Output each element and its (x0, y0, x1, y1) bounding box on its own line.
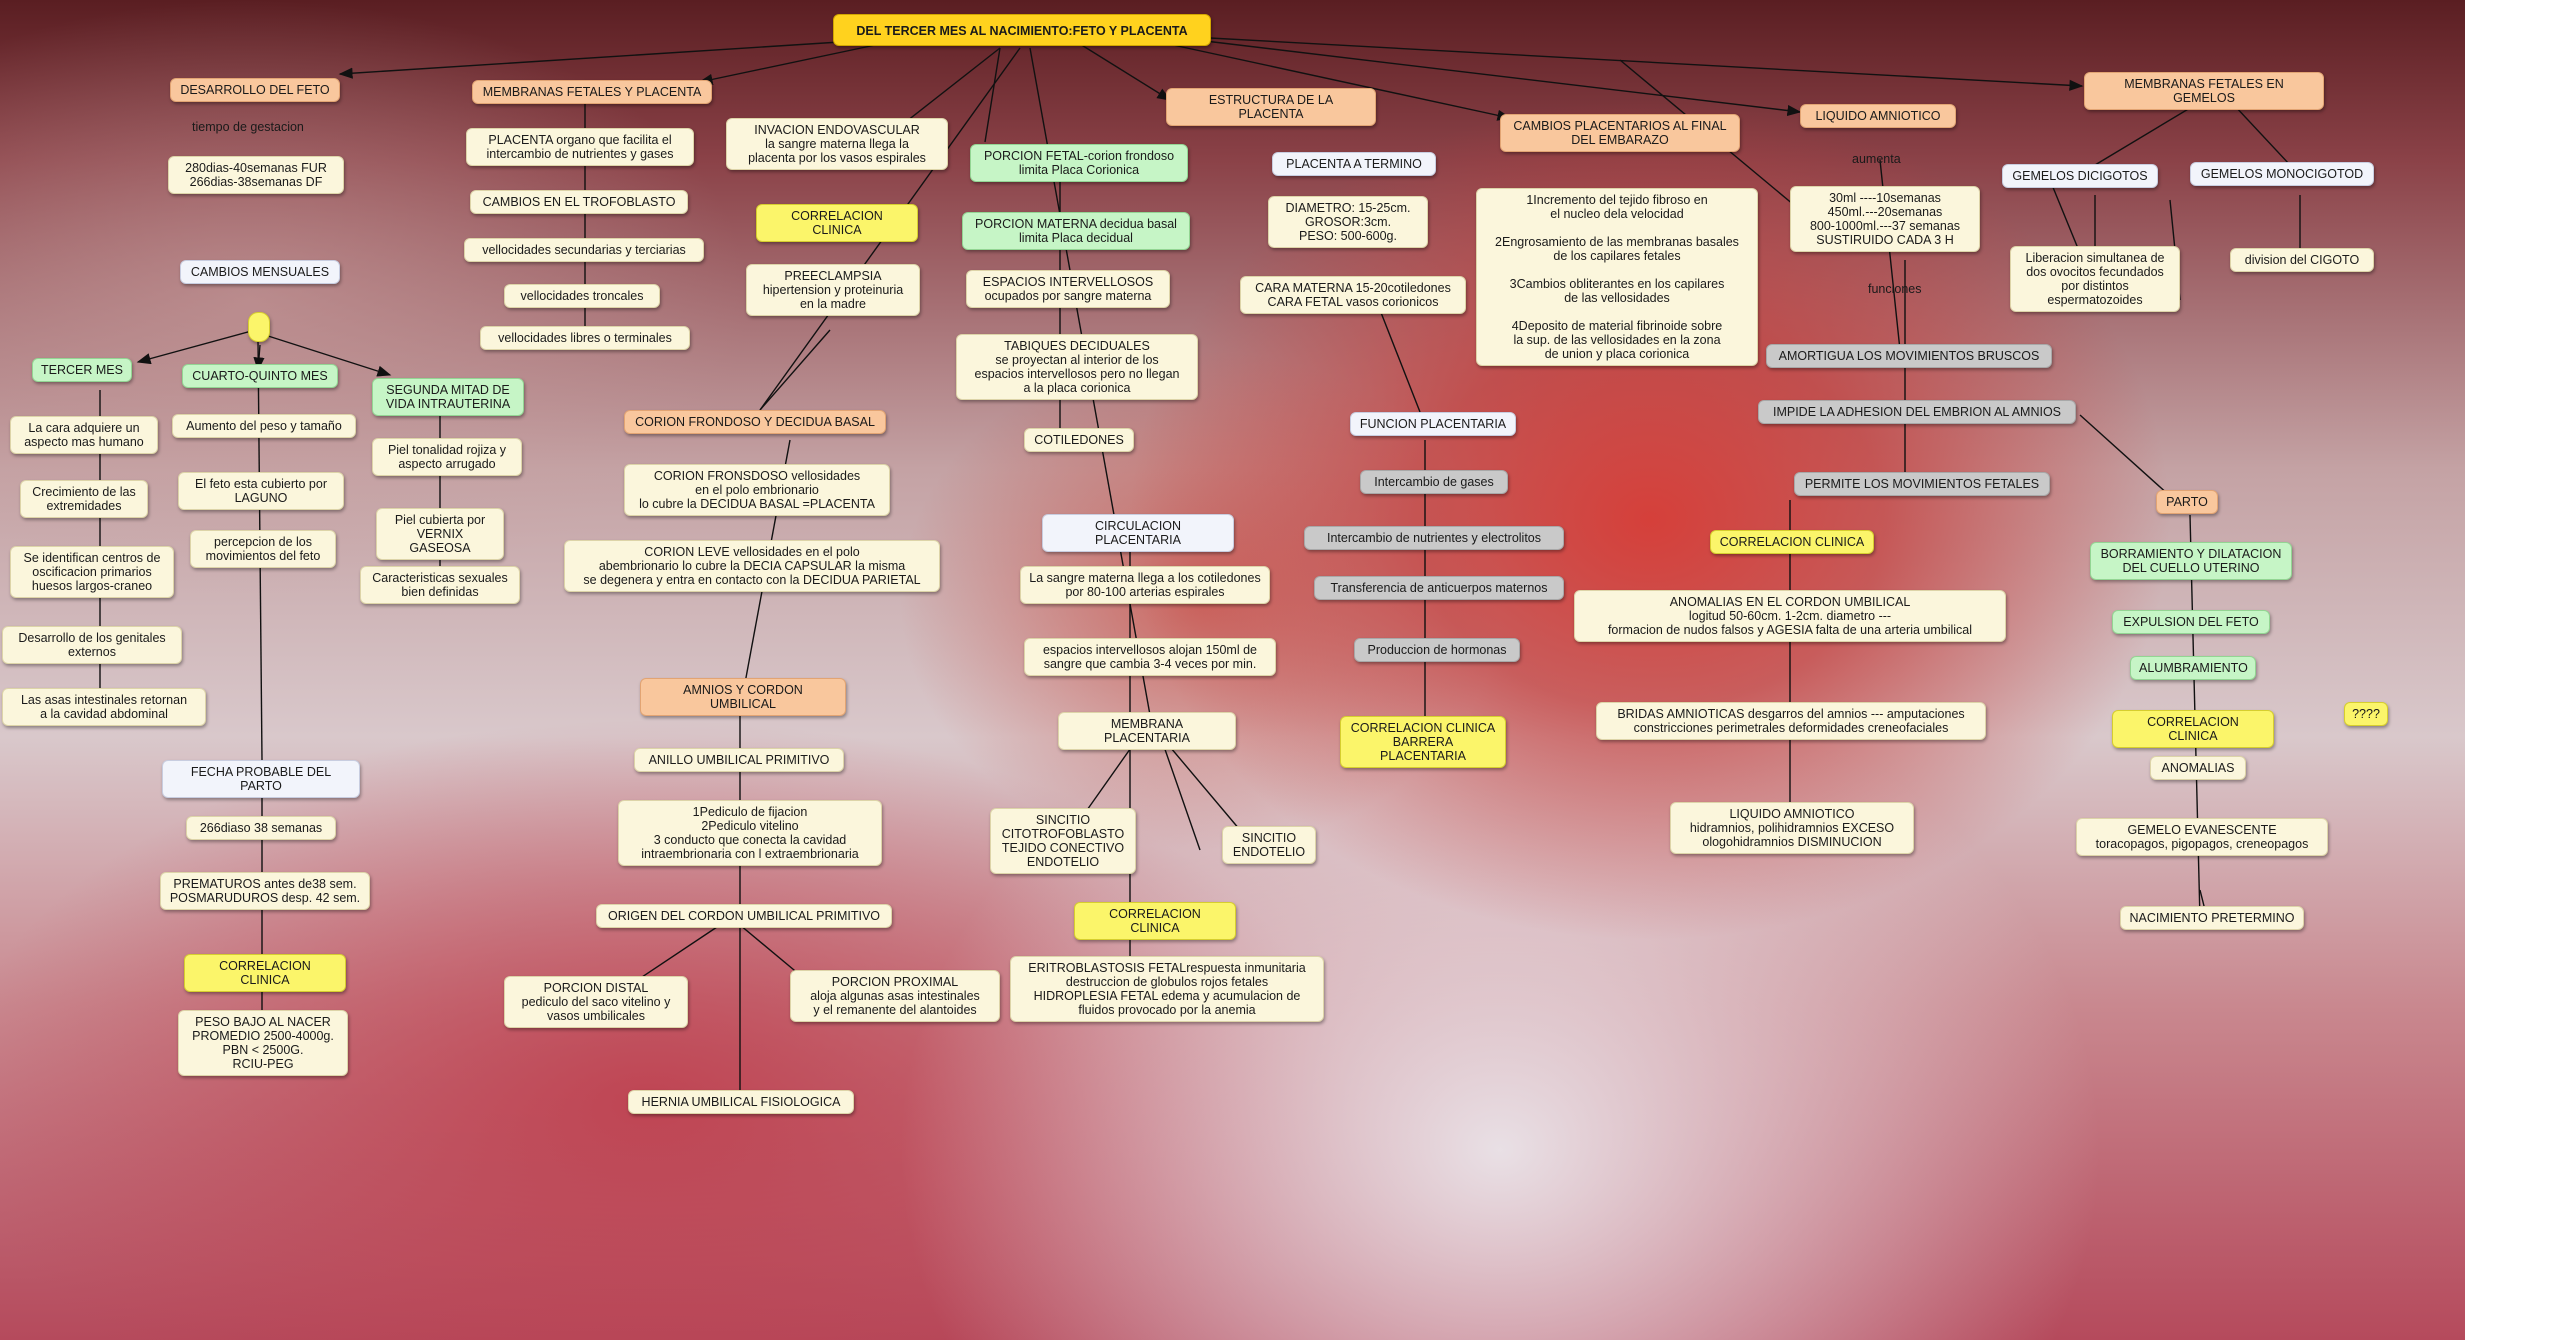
segunda-item-1[interactable]: Piel tonalidad rojiza y aspecto arrugado (372, 438, 522, 476)
node-cuarto-quinto-mes[interactable]: CUARTO-QUINTO MES (182, 364, 338, 388)
node-anillo-umbilical[interactable]: ANILLO UMBILICAL PRIMITIVO (634, 748, 844, 772)
node-prematuros[interactable]: PREMATUROS antes de38 sem. POSMARUDUROS … (160, 872, 370, 910)
node-bridas-amnioticas[interactable]: BRIDAS AMNIOTICAS desgarros del amnios -… (1596, 702, 1986, 740)
node-gemelo-evanescente[interactable]: GEMELO EVANESCENTE toracopagos, pigopago… (2076, 818, 2328, 856)
node-vellosidades-troncales[interactable]: vellocidades troncales (504, 284, 660, 308)
node-empty-yellow[interactable] (248, 312, 270, 342)
node-dicigotos-definicion[interactable]: Liberacion simultanea de dos ovocitos fe… (2010, 246, 2180, 312)
node-pediculos[interactable]: 1Pediculo de fijacion 2Pediculo vitelino… (618, 800, 882, 866)
node-invasion-endovascular[interactable]: INVACION ENDOVASCULAR la sangre materna … (726, 118, 948, 170)
topic-estructura-placenta[interactable]: ESTRUCTURA DE LA PLACENTA (1166, 88, 1376, 126)
node-division-cigoto[interactable]: division del CIGOTO (2230, 248, 2374, 272)
node-preeclampsia[interactable]: PREECLAMPSIA hipertension y proteinuria … (746, 264, 920, 316)
tercer-item-1[interactable]: La cara adquiere un aspecto mas humano (10, 416, 158, 454)
node-anomalias-cordon[interactable]: ANOMALIAS EN EL CORDON UMBILICAL logitud… (1574, 590, 2006, 642)
segunda-item-3[interactable]: Caracteristicas sexuales bien definidas (360, 566, 520, 604)
right-blank-panel (2465, 0, 2558, 1340)
node-266-dias[interactable]: 266diaso 38 semanas (186, 816, 336, 840)
node-vellosidades-secundarias[interactable]: vellocidades secundarias y terciarias (464, 238, 704, 262)
node-porcion-materna[interactable]: PORCION MATERNA decidua basal limita Pla… (962, 212, 1190, 250)
node-correlacion-parto[interactable]: CORRELACION CLINICA (2112, 710, 2274, 748)
cuarto-item-3[interactable]: percepcion de los movimientos del feto (190, 530, 336, 568)
node-anomalias-parto[interactable]: ANOMALIAS (2150, 756, 2246, 780)
node-sincitio-citotrofoblasto[interactable]: SINCITIO CITOTROFOBLASTO TEJIDO CONECTIV… (990, 808, 1136, 874)
mind-map-canvas: DEL TERCER MES AL NACIMIENTO:FETO Y PLAC… (0, 0, 2465, 1340)
node-eritroblastosis[interactable]: ERITROBLASTOSIS FETALrespuesta inmunitar… (1010, 956, 1324, 1022)
node-espacios-intervellosos[interactable]: ESPACIOS INTERVELLOSOS ocupados por sang… (966, 270, 1170, 308)
tercer-item-3[interactable]: Se identifican centros de oscificacion p… (10, 546, 174, 598)
node-gemelos-monocigotos[interactable]: GEMELOS MONOCIGOTOD (2190, 162, 2374, 186)
topic-membranas-gemelos[interactable]: MEMBRANAS FETALES EN GEMELOS (2084, 72, 2324, 110)
node-produccion-hormonas[interactable]: Produccion de hormonas (1354, 638, 1520, 662)
cuarto-item-1[interactable]: Aumento del peso y tamaño (172, 414, 356, 438)
topic-membranas-placenta[interactable]: MEMBRANAS FETALES Y PLACENTA (472, 80, 712, 104)
node-correlacion-liquido[interactable]: CORRELACION CLINICA (1710, 530, 1874, 554)
node-nacimiento-pretermino[interactable]: NACIMIENTO PRETERMINO (2120, 906, 2304, 930)
label-funciones: funciones (1868, 282, 1922, 296)
node-liquido-anomalias[interactable]: LIQUIDO AMNIOTICO hidramnios, polihidram… (1670, 802, 1914, 854)
node-porcion-proximal[interactable]: PORCION PROXIMAL aloja algunas asas inte… (790, 970, 1000, 1022)
node-segunda-mitad[interactable]: SEGUNDA MITAD DE VIDA INTRAUTERINA (372, 378, 524, 416)
tercer-item-5[interactable]: Las asas intestinales retornan a la cavi… (2, 688, 206, 726)
node-borramiento[interactable]: BORRAMIENTO Y DILATACION DEL CUELLO UTER… (2090, 542, 2292, 580)
node-corion-leve[interactable]: CORION LEVE vellosidades en el polo abem… (564, 540, 940, 592)
node-corion-frondoso[interactable]: CORION FRONSDOSO vellosidades en el polo… (624, 464, 890, 516)
node-corion-frondoso-header[interactable]: CORION FRONDOSO Y DECIDUA BASAL (624, 410, 886, 434)
label-tiempo-gestacion: tiempo de gestacion (192, 120, 304, 134)
node-expulsion-feto[interactable]: EXPULSION DEL FETO (2112, 610, 2270, 634)
node-porcion-distal[interactable]: PORCION DISTAL pediculo del saco vitelin… (504, 976, 688, 1028)
node-impide-adhesion[interactable]: IMPIDE LA ADHESION DEL EMBRION AL AMNIOS (1758, 400, 2076, 424)
node-correlacion-desarrollo[interactable]: CORRELACION CLINICA (184, 954, 346, 992)
node-correlacion-membranas[interactable]: CORRELACION CLINICA (756, 204, 918, 242)
topic-cambios-final-embarazo[interactable]: CAMBIOS PLACENTARIOS AL FINAL DEL EMBARA… (1500, 114, 1740, 152)
node-gemelos-dicigotos[interactable]: GEMELOS DICIGOTOS (2002, 164, 2158, 188)
tercer-item-4[interactable]: Desarrollo de los genitales externos (2, 626, 182, 664)
topic-desarrollo-feto[interactable]: DESARROLLO DEL FETO (170, 78, 340, 102)
central-topic[interactable]: DEL TERCER MES AL NACIMIENTO:FETO Y PLAC… (833, 14, 1211, 46)
node-tercer-mes[interactable]: TERCER MES (32, 358, 132, 382)
node-cotiledones[interactable]: COTILEDONES (1024, 428, 1134, 452)
node-tabiques-deciduales[interactable]: TABIQUES DECIDUALES se proyectan al inte… (956, 334, 1198, 400)
node-placenta-definicion[interactable]: PLACENTA organo que facilita el intercam… (466, 128, 694, 166)
node-funcion-placentaria[interactable]: FUNCION PLACENTARIA (1350, 412, 1516, 436)
topic-parto[interactable]: PARTO (2156, 490, 2218, 514)
node-question-marks[interactable]: ???? (2344, 702, 2388, 726)
node-amortigua[interactable]: AMORTIGUA LOS MOVIMIENTOS BRUSCOS (1766, 344, 2052, 368)
node-cara-materna[interactable]: CARA MATERNA 15-20cotiledones CARA FETAL… (1240, 276, 1466, 314)
node-circulacion-placentaria[interactable]: CIRCULACION PLACENTARIA (1042, 514, 1234, 552)
label-aumenta: aumenta (1852, 152, 1901, 166)
node-diametro[interactable]: DIAMETRO: 15-25cm. GROSOR:3cm. PESO: 500… (1268, 196, 1428, 248)
node-placenta-termino[interactable]: PLACENTA A TERMINO (1272, 152, 1436, 176)
node-fecha-parto[interactable]: FECHA PROBABLE DEL PARTO (162, 760, 360, 798)
node-volumen-liquido[interactable]: 30ml ----10semanas 450ml.---20semanas 80… (1790, 186, 1980, 252)
node-vellosidades-libres[interactable]: vellocidades libres o terminales (480, 326, 690, 350)
node-membrana-placentaria[interactable]: MEMBRANA PLACENTARIA (1058, 712, 1236, 750)
node-cambios-trofoblasto[interactable]: CAMBIOS EN EL TROFOBLASTO (470, 190, 688, 214)
node-intercambio-nutrientes[interactable]: Intercambio de nutrientes y electrolitos (1304, 526, 1564, 550)
node-amnios-cordon-header[interactable]: AMNIOS Y CORDON UMBILICAL (640, 678, 846, 716)
node-sincitio-endotelio[interactable]: SINCITIO ENDOTELIO (1222, 826, 1316, 864)
node-correlacion-membrana[interactable]: CORRELACION CLINICA (1074, 902, 1236, 940)
node-peso-bajo[interactable]: PESO BAJO AL NACER PROMEDIO 2500-4000g. … (178, 1010, 348, 1076)
node-cambios-mensuales[interactable]: CAMBIOS MENSUALES (180, 260, 340, 284)
node-hernia-umbilical[interactable]: HERNIA UMBILICAL FISIOLOGICA (628, 1090, 854, 1114)
node-permite-movimientos[interactable]: PERMITE LOS MOVIMIENTOS FETALES (1794, 472, 2050, 496)
node-porcion-fetal[interactable]: PORCION FETAL-corion frondoso limita Pla… (970, 144, 1188, 182)
node-espacios-150ml[interactable]: espacios intervellosos alojan 150ml de s… (1024, 638, 1276, 676)
node-sangre-materna[interactable]: La sangre materna llega a los cotiledone… (1020, 566, 1270, 604)
node-alumbramiento[interactable]: ALUMBRAMIENTO (2130, 656, 2256, 680)
cuarto-item-2[interactable]: El feto esta cubierto por LAGUNO (178, 472, 344, 510)
node-transferencia-anticuerpos[interactable]: Transferencia de anticuerpos maternos (1314, 576, 1564, 600)
topic-liquido-amniotico[interactable]: LIQUIDO AMNIOTICO (1800, 104, 1956, 128)
tercer-item-2[interactable]: Crecimiento de las extremidades (20, 480, 148, 518)
node-origen-cordon[interactable]: ORIGEN DEL CORDON UMBILICAL PRIMITIVO (596, 904, 892, 928)
node-cambios-detalle[interactable]: 1Incremento del tejido fibroso en el nuc… (1476, 188, 1758, 366)
node-duracion-gestacion[interactable]: 280dias-40semanas FUR 266dias-38semanas … (168, 156, 344, 194)
segunda-item-2[interactable]: Piel cubierta por VERNIX GASEOSA (376, 508, 504, 560)
node-intercambio-gases[interactable]: Intercambio de gases (1360, 470, 1508, 494)
node-correlacion-barrera[interactable]: CORRELACION CLINICA BARRERA PLACENTARIA (1340, 716, 1506, 768)
